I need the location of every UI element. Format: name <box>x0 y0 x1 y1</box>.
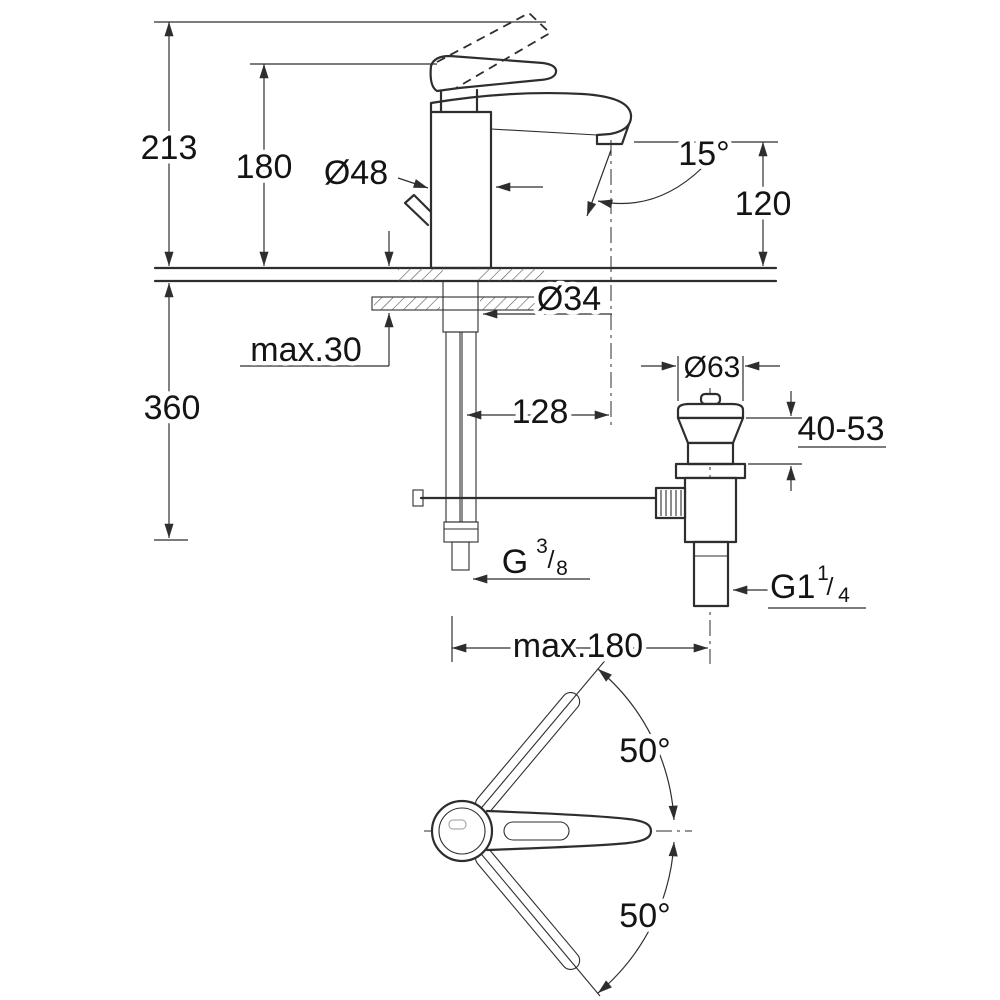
handle-lever <box>429 54 558 93</box>
spout <box>429 91 633 146</box>
supply-thread-numerator: 3 <box>536 535 548 558</box>
handle-raised-outline <box>436 11 552 89</box>
supply-hoses <box>442 280 479 523</box>
waste-thread-denominator: 4 <box>838 584 850 607</box>
dim-body-diameter: Ø48 <box>324 154 388 192</box>
dim-swivel-upper: 50° <box>619 732 670 770</box>
waste-thread-numerator: 1 <box>817 562 829 585</box>
dim-body-height: 180 <box>236 148 293 186</box>
drain-tailpipe <box>692 540 730 608</box>
brand-logo-mark <box>448 819 467 830</box>
dim-hose-length: 360 <box>144 389 201 427</box>
water-stream-arrow <box>586 149 612 217</box>
dim-spout-height: 120 <box>735 185 792 223</box>
supply-thread-slash: / <box>548 546 555 574</box>
supply-thread-denominator: 8 <box>556 557 568 580</box>
dimension-texts: 213 180 Ø48 15° 120 Ø34 max.30 360 128 Ø… <box>136 125 889 940</box>
faucet-side-view <box>403 11 633 428</box>
dim-waste-flange-diameter: Ø63 <box>684 351 741 384</box>
dim-mount-hole-diameter: Ø34 <box>537 280 601 318</box>
dim-max-rod-reach: max.180 <box>513 627 643 665</box>
spout-underside <box>490 112 598 136</box>
supply-thread-prefix: G <box>502 543 528 581</box>
handle-escutcheon <box>430 799 494 863</box>
dim-waste-height-range: 40-53 <box>798 410 885 448</box>
waste-thread-slash: / <box>827 573 834 601</box>
swivel-arc-upper <box>597 668 678 821</box>
waste-thread-prefix: G1 <box>770 568 815 606</box>
swivel-arc-lower <box>597 841 678 994</box>
faucet-body <box>429 110 493 270</box>
pop-up-rod <box>412 489 659 507</box>
mounting-deck <box>153 266 778 311</box>
drain-assembly <box>654 388 747 664</box>
dim-overall-height: 213 <box>141 129 198 167</box>
dim-supply-thread: G 3 / 8 <box>497 533 570 586</box>
hose-fitting <box>443 521 479 571</box>
dim-stream-angle: 15° <box>678 135 729 173</box>
dimension-lines <box>154 21 886 662</box>
handle-top-view <box>424 656 692 997</box>
dim-max-deck-thickness: max.30 <box>250 331 362 369</box>
pop-up-lever <box>403 193 433 227</box>
dim-spout-reach: 128 <box>512 393 569 431</box>
dim-swivel-lower: 50° <box>619 897 670 935</box>
dim-waste-thread: G1 1 / 4 <box>766 560 853 611</box>
